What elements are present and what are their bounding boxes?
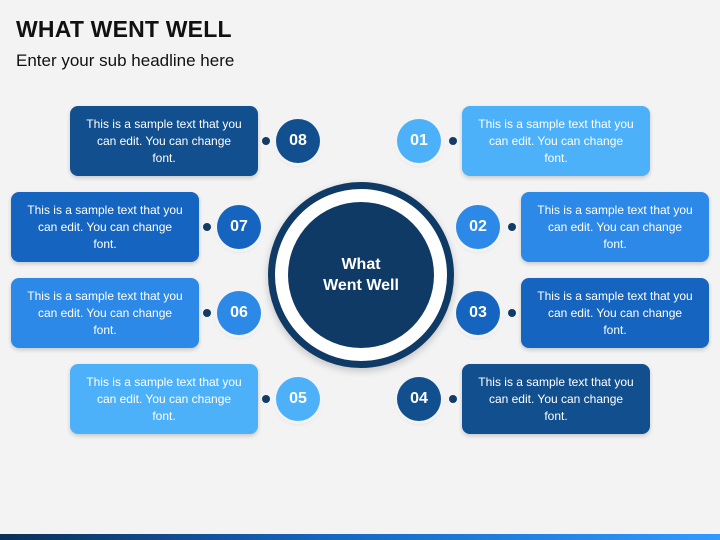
item-01-badge: 01 xyxy=(397,119,441,163)
item-04-box[interactable]: This is a sample text that you can edit.… xyxy=(462,364,650,434)
item-03-connector-dot xyxy=(508,309,516,317)
item-08-box[interactable]: This is a sample text that you can edit.… xyxy=(70,106,258,176)
item-06-connector-dot xyxy=(203,309,211,317)
item-08-connector-dot xyxy=(262,137,270,145)
item-02-connector-dot xyxy=(508,223,516,231)
item-02-text: This is a sample text that you can edit.… xyxy=(537,202,693,251)
item-04-text: This is a sample text that you can edit.… xyxy=(478,374,634,423)
item-05-text: This is a sample text that you can edit.… xyxy=(86,374,242,423)
center-label-line1: What xyxy=(341,256,381,273)
item-07-text: This is a sample text that you can edit.… xyxy=(27,202,183,251)
item-07-badge: 07 xyxy=(217,205,261,249)
item-07-connector-dot xyxy=(203,223,211,231)
item-05-box[interactable]: This is a sample text that you can edit.… xyxy=(70,364,258,434)
item-01-connector-dot xyxy=(449,137,457,145)
item-02-badge: 02 xyxy=(456,205,500,249)
item-08-text: This is a sample text that you can edit.… xyxy=(86,116,242,165)
item-03-box[interactable]: This is a sample text that you can edit.… xyxy=(521,278,709,348)
page-subtitle: Enter your sub headline here xyxy=(16,51,235,70)
item-01-box[interactable]: This is a sample text that you can edit.… xyxy=(462,106,650,176)
item-03-badge: 03 xyxy=(456,291,500,335)
item-04-badge: 04 xyxy=(397,377,441,421)
item-05-badge: 05 xyxy=(276,377,320,421)
bottom-accent-bar xyxy=(0,534,720,540)
item-02-box[interactable]: This is a sample text that you can edit.… xyxy=(521,192,709,262)
item-03-text: This is a sample text that you can edit.… xyxy=(537,288,693,337)
item-05-connector-dot xyxy=(262,395,270,403)
item-04-connector-dot xyxy=(449,395,457,403)
item-06-text: This is a sample text that you can edit.… xyxy=(27,288,183,337)
item-01-text: This is a sample text that you can edit.… xyxy=(478,116,634,165)
page-title: WHAT WENT WELL xyxy=(16,16,232,42)
center-circle: What Went Well xyxy=(288,202,434,348)
center-label-line2: Went Well xyxy=(323,277,399,294)
item-06-box[interactable]: This is a sample text that you can edit.… xyxy=(11,278,199,348)
item-08-badge: 08 xyxy=(276,119,320,163)
item-06-badge: 06 xyxy=(217,291,261,335)
item-07-box[interactable]: This is a sample text that you can edit.… xyxy=(11,192,199,262)
